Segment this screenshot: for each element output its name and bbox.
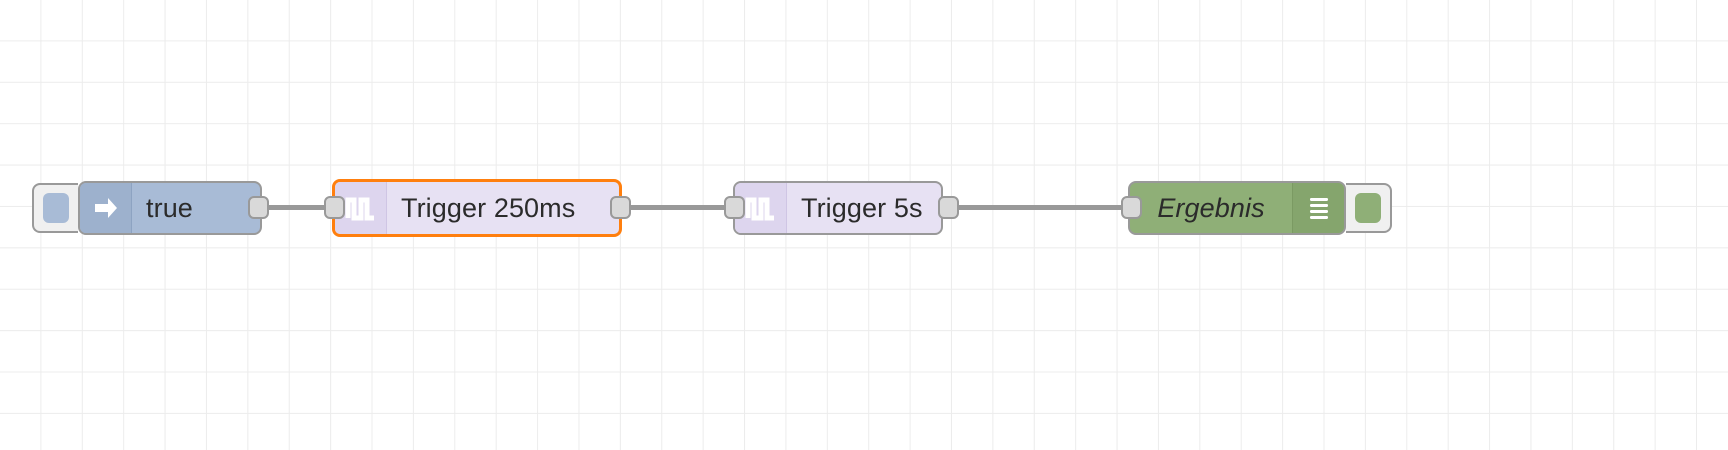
inject-trigger-button[interactable] (32, 183, 78, 233)
node-trigger-250ms-label: Trigger 250ms (401, 192, 576, 223)
debug-enable-toggle-button[interactable] (1346, 183, 1392, 233)
node-debug-label: Ergebnis (1157, 192, 1265, 223)
node-inject-true[interactable]: true (78, 181, 262, 235)
arrow-right-icon (80, 183, 132, 233)
trigger-5s-input-port[interactable] (724, 196, 745, 219)
node-trigger-5s-label: Trigger 5s (801, 192, 923, 223)
debug-input-port[interactable] (1121, 196, 1142, 219)
node-inject-label: true (146, 192, 193, 223)
wire-trigger5s-to-debug[interactable] (938, 205, 1140, 210)
trigger-5s-output-port[interactable] (938, 196, 959, 219)
debug-button-indicator (1355, 193, 1381, 223)
node-trigger-250ms[interactable]: Trigger 250ms (332, 179, 622, 237)
node-debug-ergebnis[interactable]: Ergebnis (1128, 181, 1346, 235)
trigger-250ms-input-port[interactable] (324, 196, 345, 219)
wire-trigger250ms-to-trigger5s[interactable] (617, 205, 742, 210)
debug-lines-icon (1292, 183, 1344, 233)
inject-button-indicator (43, 193, 69, 223)
node-trigger-5s[interactable]: Trigger 5s (733, 181, 943, 235)
inject-output-port[interactable] (248, 196, 269, 219)
trigger-250ms-output-port[interactable] (610, 196, 631, 219)
wire-inject-to-trigger250ms[interactable] (262, 205, 346, 210)
